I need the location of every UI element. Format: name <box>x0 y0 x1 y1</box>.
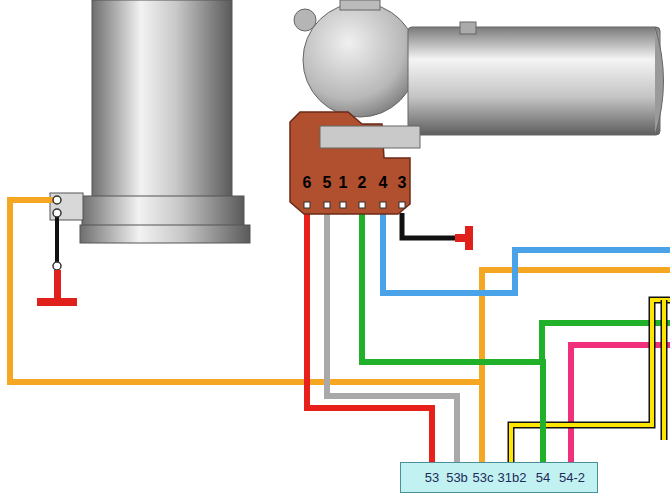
yellow-wire-outline <box>511 300 670 462</box>
grey-wire <box>327 214 457 462</box>
connector-pin <box>340 202 346 208</box>
yellow-wire <box>662 300 666 440</box>
ground-symbol <box>37 270 77 306</box>
terminal-label: 54-2 <box>559 470 585 486</box>
terminal-label: 53 <box>425 470 439 486</box>
blue-wire <box>383 213 670 293</box>
connector-pin <box>380 202 386 208</box>
pin-number: 3 <box>398 174 407 192</box>
pump-terminal <box>53 209 61 217</box>
terminal-label: 53b <box>446 470 468 486</box>
ground-wire <box>402 213 458 238</box>
yellow-wire <box>511 300 670 462</box>
terminal-block: 53 53b 53c31b2 54 54-2 <box>400 462 598 493</box>
connector-pin <box>399 202 405 208</box>
wire-joint <box>53 262 61 270</box>
plate-outline <box>290 112 410 214</box>
ground-symbol <box>455 226 473 250</box>
connector-pin <box>359 202 365 208</box>
washer-pump <box>50 0 250 243</box>
orange-wire <box>482 270 670 462</box>
connector-pin <box>324 202 330 208</box>
yellow-wire-outline <box>661 300 668 440</box>
pin-number: 4 <box>379 174 388 192</box>
pin-number: 5 <box>323 174 332 192</box>
connector-pin <box>304 202 310 208</box>
pin-number: 1 <box>339 174 348 192</box>
ground-wire <box>55 213 59 266</box>
motor-connector-plate: 651243 <box>290 112 410 214</box>
motor-tube <box>320 126 420 148</box>
pump-terminal <box>53 196 61 204</box>
green-wire <box>362 214 543 462</box>
terminal-label: 53c <box>473 470 494 486</box>
pin-number: 6 <box>303 174 312 192</box>
red-wire <box>307 214 432 462</box>
terminal-label: 31b2 <box>498 470 527 486</box>
pin-number: 2 <box>358 174 367 192</box>
terminal-label: 54 <box>536 470 550 486</box>
